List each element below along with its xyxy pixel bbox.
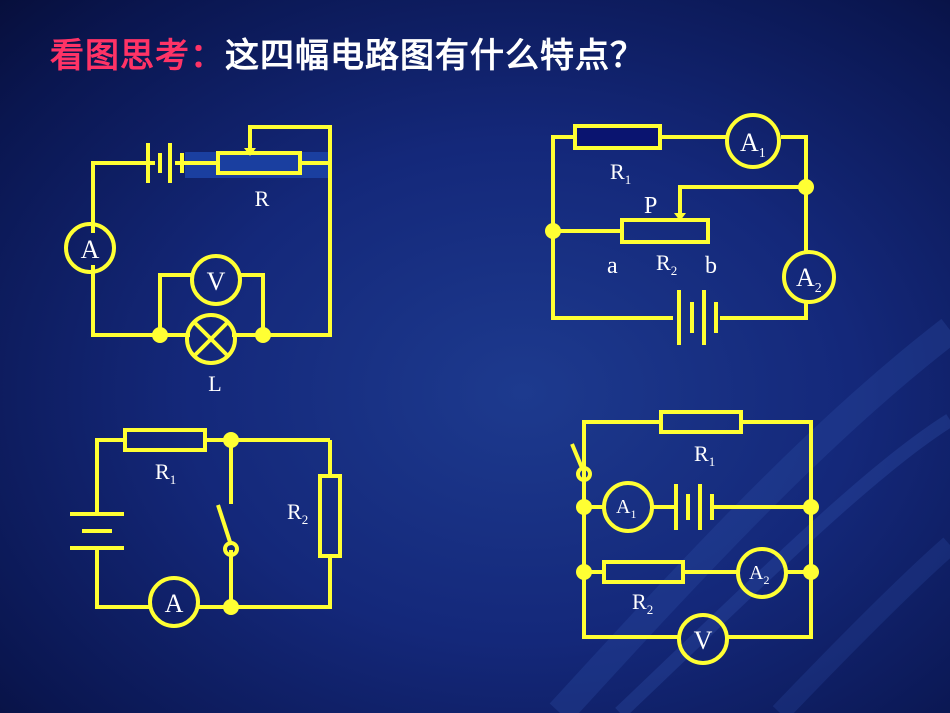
r2-label: R2 [632, 589, 653, 617]
junction-node [223, 432, 239, 448]
circuit-diagram-2: R1 A1 P a R2 b A2 [545, 113, 836, 345]
resistor-r1 [659, 410, 743, 434]
ammeter-label: A [81, 235, 100, 264]
ammeter-a [64, 222, 116, 274]
ammeter-a [148, 576, 200, 628]
r2-label: R2 [656, 250, 677, 278]
terminal-a-label: a [607, 253, 618, 279]
junction-node [576, 499, 592, 515]
slider-p-label: P [644, 193, 657, 219]
junction-node [152, 327, 168, 343]
r1-label: R1 [694, 441, 715, 469]
circuit-diagram-1: A V R L [64, 125, 332, 396]
resistor-r2 [602, 560, 685, 584]
resistor-r1 [573, 124, 662, 150]
a2-label: A2 [796, 263, 822, 296]
resistor-r1 [123, 428, 207, 452]
circuit-diagram-3: R1 R2 A [70, 428, 342, 628]
rheostat-label: R [255, 186, 270, 211]
ammeter-a1 [725, 113, 781, 169]
switch-blade [216, 504, 233, 546]
r1-label: R1 [155, 459, 176, 487]
r1-label: R1 [610, 159, 631, 187]
lamp-l [185, 313, 237, 365]
ammeter-a2 [782, 250, 836, 304]
voltmeter-label: V [207, 267, 226, 296]
r2-label: R2 [287, 499, 308, 527]
ammeter-a2 [736, 547, 788, 599]
r1-fill [575, 126, 660, 148]
a2-label: A2 [749, 562, 769, 587]
page-title: 看图思考：这四幅电路图有什么特点？ [50, 28, 645, 77]
ammeter-a1 [602, 481, 654, 533]
terminal-b-label: b [705, 253, 717, 279]
ammeter-label: A [165, 589, 184, 618]
switch-contact [576, 466, 592, 482]
junction-node [223, 599, 239, 615]
circuit-diagram-4: R1 A1 A2 R2 V [570, 410, 819, 665]
voltmeter-v [677, 613, 729, 665]
rheostat-r2 [620, 218, 710, 244]
voltmeter-v [190, 254, 242, 306]
voltmeter-label: V [694, 626, 713, 655]
junction-node [255, 327, 271, 343]
title-question: 这四幅电路图有什么特点？ [225, 36, 645, 76]
resistor-r2 [318, 474, 342, 558]
junction-node [798, 179, 814, 195]
junction-node [545, 223, 561, 239]
junction-node [803, 564, 819, 580]
junction-node [803, 499, 819, 515]
rheostat-r [216, 151, 302, 175]
title-prefix: 看图思考： [50, 36, 225, 76]
lamp-label: L [208, 371, 221, 396]
switch-contact [223, 541, 239, 557]
switch-blade [570, 443, 584, 469]
a1-label: A1 [740, 128, 766, 161]
a1-label: A1 [616, 496, 636, 521]
junction-node [576, 564, 592, 580]
